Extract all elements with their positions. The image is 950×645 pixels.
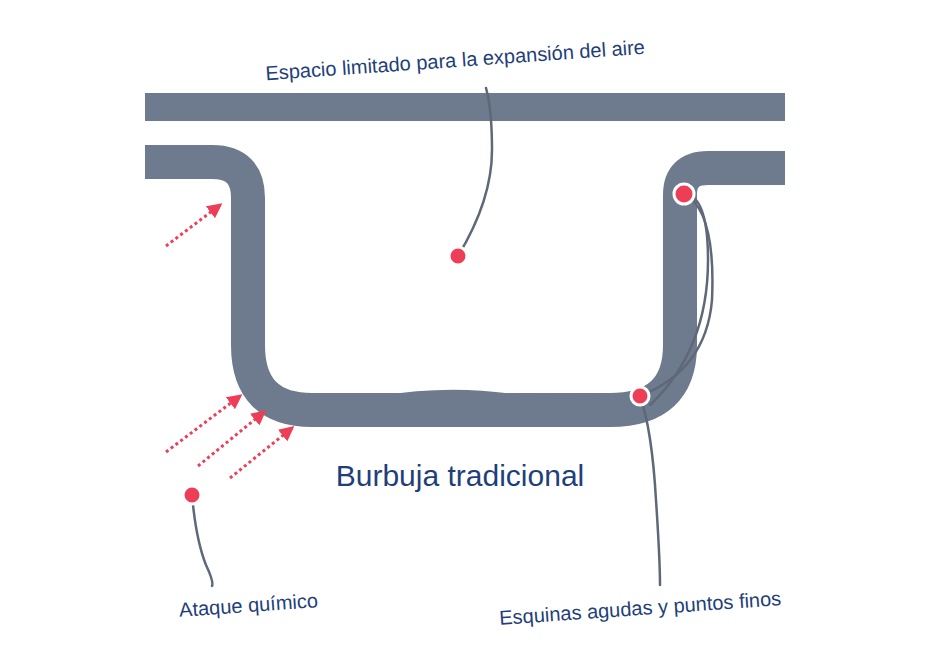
callout-label: Espacio limitado para la expansión del a… <box>265 35 646 84</box>
attack-arrows <box>166 205 292 478</box>
part-title: Burbuja tradicional <box>336 459 584 494</box>
film-bump <box>380 390 600 412</box>
callout-label: Ataque químico <box>178 589 318 622</box>
blister-film <box>145 162 785 410</box>
marker-dots <box>183 184 694 504</box>
callout-label: Esquinas agudas y puntos finos <box>498 587 781 630</box>
lid-plate <box>145 93 785 121</box>
leader-lines <box>192 88 712 586</box>
